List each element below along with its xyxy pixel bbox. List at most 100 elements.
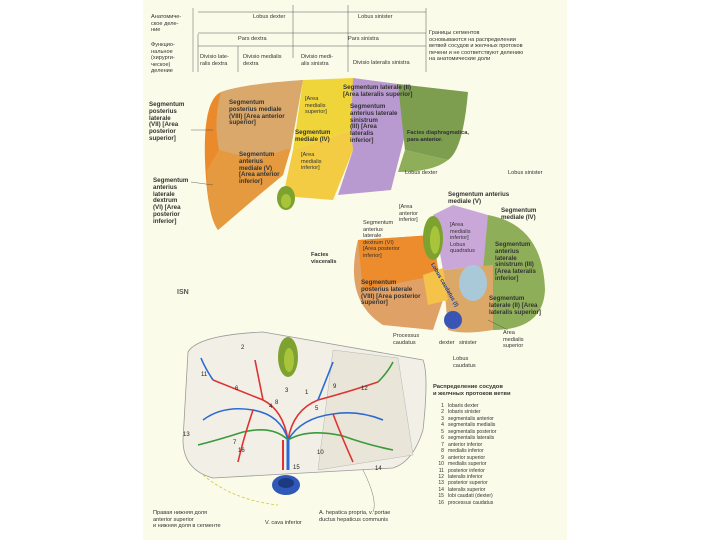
legend-number: 16 bbox=[438, 499, 444, 506]
vessel-number: 12 bbox=[361, 386, 368, 392]
legend-text: medialis inferior bbox=[448, 448, 484, 455]
segment-viii-label: Segmentum posterius mediale (VIII) [Area… bbox=[229, 99, 285, 127]
mid-segment-iii-label: Segmentum anterius laterale sinistrum (I… bbox=[495, 241, 536, 282]
mid-lobus-dexter-label: Lobus dexter bbox=[405, 170, 438, 176]
lobus-dexter-label: Lobus dexter bbox=[253, 14, 286, 20]
segment-vi-label: Segmentum anterius laterale dextrum (VI)… bbox=[153, 177, 189, 225]
sinister-label: sinister bbox=[459, 340, 477, 346]
legend-row: 6 segmentalis lateralis bbox=[434, 435, 554, 441]
facies-visceralis-label: Facies visceralis bbox=[311, 252, 337, 265]
segment-vii-label: Segmentum posterius laterale (VII) [Area… bbox=[149, 101, 185, 142]
segment-boundary-note: Границы сегментов основываются на распре… bbox=[429, 30, 524, 63]
vessel-number: 10 bbox=[317, 450, 324, 456]
legend-text: anterior inferior bbox=[448, 441, 483, 448]
legend-row: 8 medialis inferior bbox=[434, 448, 554, 454]
legend-number: 5 bbox=[441, 428, 444, 435]
legend-number: 11 bbox=[438, 467, 444, 474]
legend-number: 4 bbox=[441, 422, 444, 429]
legend-row: 13 posterior superior bbox=[434, 480, 554, 486]
vessel-number: 4 bbox=[269, 404, 273, 410]
legend-text: segmentalis medialis bbox=[448, 422, 496, 429]
vessel-number: 5 bbox=[315, 406, 319, 412]
legend-row: 11 posterior inferior bbox=[434, 468, 554, 474]
vessel-number: 2 bbox=[241, 345, 245, 351]
processus-caudatus-label: Processus caudatus bbox=[393, 333, 420, 346]
legend-number: 12 bbox=[438, 473, 444, 480]
vessel-number: 8 bbox=[275, 400, 279, 406]
legend-number: 1 bbox=[441, 403, 444, 409]
mid-area-anterior-inferior-label: [Area anterior inferior] bbox=[399, 204, 418, 224]
vessel-number: 16 bbox=[238, 448, 245, 454]
segment-iii-label: Segmentum anterius laterale sinistrum (I… bbox=[350, 103, 398, 144]
legend-text: lobi caudati (dexter) bbox=[448, 493, 493, 500]
caption-vena-cava: V. cava inferior bbox=[265, 520, 302, 526]
diagram-lines bbox=[182, 5, 545, 513]
legend-number: 13 bbox=[438, 480, 444, 487]
divisio-lateralis-sinistra-label: Divisio lateralis sinistra bbox=[353, 60, 410, 66]
liver-visceral-view bbox=[353, 205, 545, 333]
caption-right: A. hepatica propria, v. portae ductus he… bbox=[319, 510, 391, 523]
vessel-number: 11 bbox=[201, 372, 208, 378]
legend-text: segmentalis anterior bbox=[448, 415, 494, 422]
mid-segment-v-label: Segmentum anterius mediale (V) bbox=[448, 191, 510, 205]
divisio-medialis-sinistra-label: Divisio medi- alis sinistra bbox=[301, 54, 334, 67]
legend-text: posterior superior bbox=[448, 480, 488, 487]
legend-text: lobaris sinister bbox=[448, 409, 481, 416]
legend-number: 3 bbox=[441, 415, 444, 422]
mid-lobus-quadratus-label: [Area medialis inferior] Lobus quadratus bbox=[450, 222, 475, 255]
legend-text: segmentalis posterior bbox=[448, 428, 497, 435]
legend-number: 6 bbox=[441, 435, 444, 442]
mid-lobus-sinister-label: Lobus sinister bbox=[508, 170, 543, 176]
legend-number: 10 bbox=[438, 461, 444, 468]
vessel-number: 6 bbox=[235, 386, 239, 392]
legend-row: 15 lobi caudati (dexter) bbox=[434, 493, 554, 499]
vessel-number: 13 bbox=[183, 432, 190, 438]
vessel-number: 14 bbox=[375, 466, 382, 472]
legend-row: 16 processus caudatus bbox=[434, 500, 554, 506]
legend-text: segmentalis lateralis bbox=[448, 435, 495, 442]
area-medialis-superior-label: [Area medialis superior] bbox=[305, 96, 327, 116]
segment-iv-label: Segmentum mediale (IV) bbox=[295, 129, 331, 143]
pars-dextra-label: Pars dextra bbox=[238, 36, 267, 42]
legend-number: 9 bbox=[441, 454, 444, 461]
legend-title: Распределение сосудов и желчных протоков… bbox=[433, 384, 511, 397]
facies-diaphragmatica-label: Facies diaphragmatica, pars anterior bbox=[407, 130, 469, 143]
legend-row: 1 lobaris dexter bbox=[434, 403, 554, 409]
legend-number: 7 bbox=[441, 441, 444, 448]
legend-text: posterior inferior bbox=[448, 467, 485, 474]
liver-anterior-view bbox=[204, 78, 468, 230]
legend-text: lateralis superior bbox=[448, 486, 486, 493]
mid-segment-ii-label: Segmentum laterale (II) [Area lateralis … bbox=[489, 295, 541, 316]
caption-left: Правая нижняя доля anterior superior и н… bbox=[153, 510, 221, 530]
page-sheet: Анатомиче- ское деле- ние Функцио- нальн… bbox=[143, 0, 567, 540]
mid-segment-viii-label: Segmentum posterius laterale (VIII) [Are… bbox=[361, 279, 421, 307]
divisio-medialis-dextra-label: Divisio medialis dextra bbox=[243, 54, 282, 67]
area-medialis-inferior-label: [Area medialis inferior] bbox=[301, 152, 322, 172]
vessel-number: 3 bbox=[285, 388, 289, 394]
legend-row: 3 segmentalis anterior bbox=[434, 416, 554, 422]
legend-row: 7 anterior inferior bbox=[434, 442, 554, 448]
legend-number: 8 bbox=[441, 448, 444, 455]
legend-number: 15 bbox=[438, 493, 444, 500]
vessel-number: 15 bbox=[293, 465, 300, 471]
pars-sinistra-label: Pars sinistra bbox=[348, 36, 379, 42]
legend-text: lobaris dexter bbox=[448, 403, 479, 409]
dexter-label: dexter bbox=[439, 340, 455, 346]
segment-ii-label: Segmentum laterale (II) [Area lateralis … bbox=[343, 84, 413, 98]
legend-text: processus caudatus bbox=[448, 499, 494, 506]
vessel-number: 9 bbox=[333, 384, 337, 390]
legend-text: medialis superior bbox=[448, 461, 487, 468]
functional-division-label: Функцио- нальное (хирурги- ческое) делен… bbox=[151, 42, 175, 75]
legend-row: 4 segmentalis medialis bbox=[434, 422, 554, 428]
vessel-number: 1 bbox=[305, 390, 309, 396]
lobus-sinister-label: Lobus sinister bbox=[358, 14, 393, 20]
mid-segment-vi-label: Segmentum anterius laterale dextrum (VI)… bbox=[363, 220, 400, 259]
vessel-map bbox=[182, 331, 427, 513]
lobus-caudatus-label: Lobus caudatus bbox=[453, 356, 476, 369]
publisher-logo: ISN bbox=[177, 289, 189, 296]
vessel-number: 7 bbox=[233, 440, 237, 446]
